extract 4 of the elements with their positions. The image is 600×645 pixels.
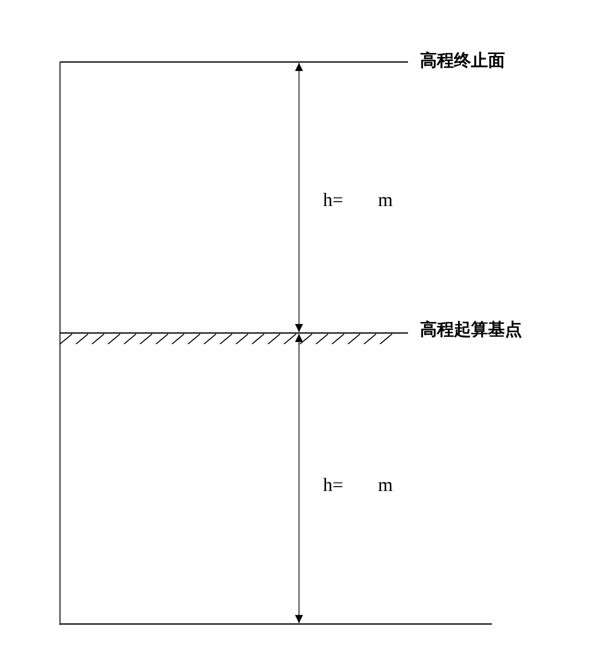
level-label: 高程终止面 xyxy=(420,53,505,70)
level-label: 高程起算基点 xyxy=(420,322,522,339)
height-label: h= m xyxy=(323,476,393,495)
height-label: h= m xyxy=(323,191,393,210)
